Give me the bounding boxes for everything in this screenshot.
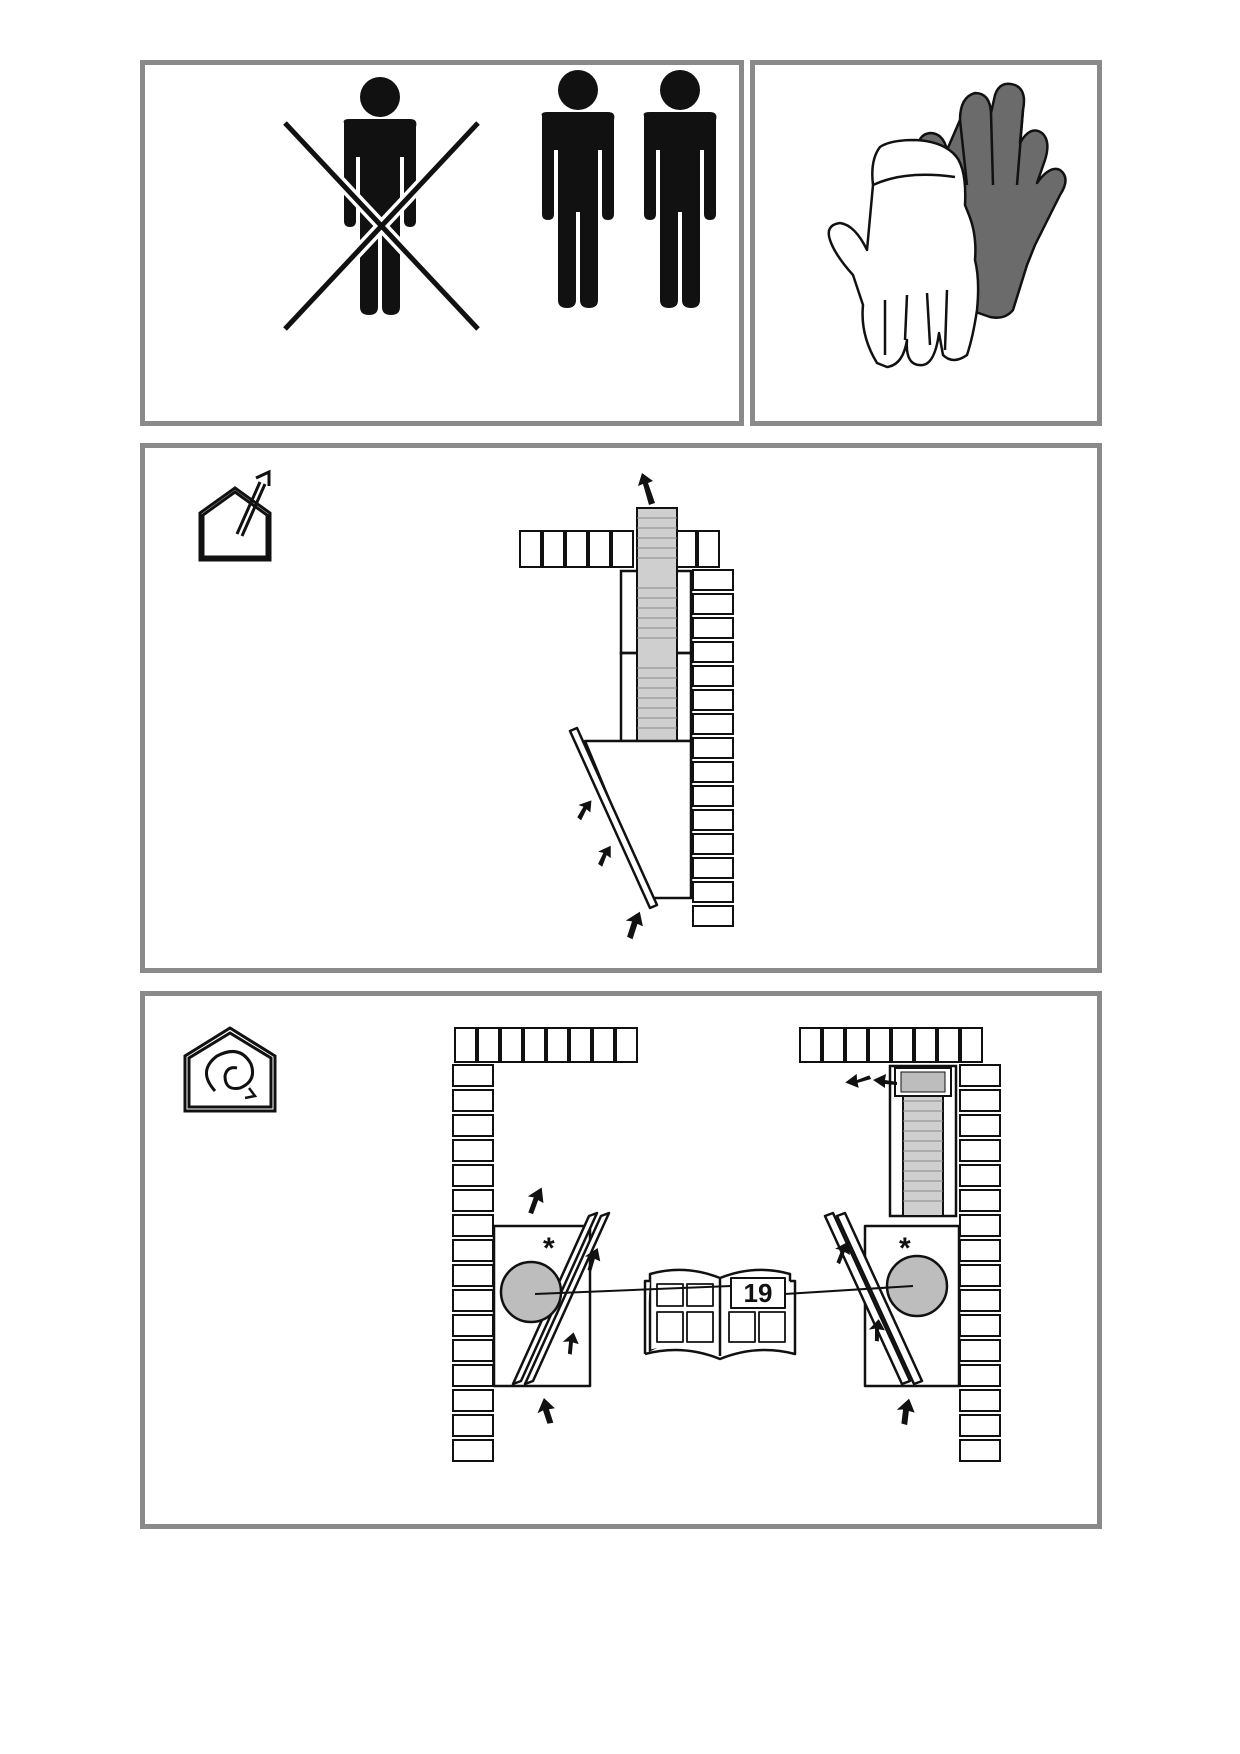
exhaust-duct [636, 507, 678, 742]
page-reference-number: 19 [744, 1278, 773, 1308]
cross-out-lines [283, 121, 480, 331]
wall-bricks [692, 569, 734, 927]
hood-body [568, 726, 693, 910]
person-icon [643, 70, 717, 308]
house-exhaust-icon [198, 469, 272, 562]
left-filter-marker: * [543, 1232, 555, 1265]
gloves-panel [750, 60, 1102, 426]
left-ceiling-bricks [454, 1027, 638, 1063]
airflow-arrows [577, 473, 655, 940]
recirculation-mode-panel: * [140, 991, 1102, 1529]
manual-book-icon [643, 1268, 797, 1361]
right-filter-marker: * [899, 1232, 911, 1265]
gloves-illustration [827, 82, 1067, 369]
right-ceiling-bricks [799, 1027, 983, 1063]
left-airflow-arrows [527, 1187, 601, 1424]
right-airflow-arrows [835, 1073, 915, 1426]
extraction-illustration [198, 469, 734, 940]
recirculation-illustration: * [183, 1026, 1001, 1462]
glove-white-icon [827, 138, 980, 369]
two-persons-panel [140, 60, 744, 426]
person-icon [541, 70, 615, 308]
right-hood [823, 1211, 961, 1388]
right-carbon-filter [885, 1254, 949, 1318]
right-wall-bricks [959, 1064, 1001, 1462]
left-wall-bricks [452, 1064, 494, 1462]
left-carbon-filter [499, 1260, 563, 1324]
extraction-mode-panel [140, 443, 1102, 973]
persons-illustration [280, 70, 717, 334]
ceiling-bricks [519, 530, 720, 568]
house-recirculation-icon [183, 1026, 277, 1113]
leader-lines [534, 1285, 914, 1295]
right-chimney [888, 1064, 958, 1218]
